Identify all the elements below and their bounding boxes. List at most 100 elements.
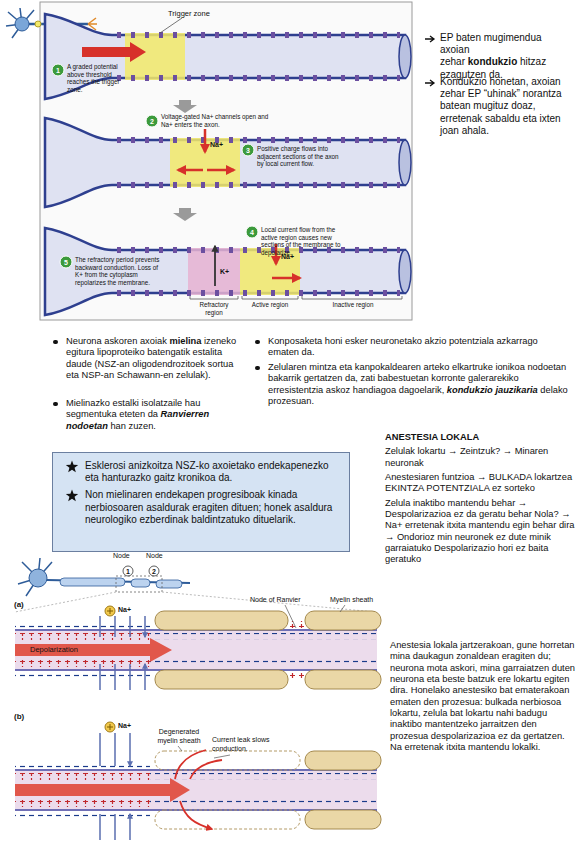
axon-segment bbox=[15, 630, 377, 670]
axon-panel bbox=[190, 296, 402, 299]
axon-segment bbox=[305, 611, 381, 630]
callout-number: 5 bbox=[64, 259, 68, 266]
figure-label: The refractory period prevents backward … bbox=[75, 256, 159, 286]
axon-segment bbox=[155, 611, 288, 630]
axon-panel bbox=[207, 169, 234, 172]
body-text: Anestesiaren funtzioa → BULKADA lokartze… bbox=[385, 472, 575, 495]
figure-label: Trigger zone bbox=[168, 9, 210, 18]
bullet-arrow bbox=[425, 36, 434, 42]
axon-segment bbox=[288, 621, 305, 628]
axon-segment bbox=[150, 633, 377, 640]
star-bullet bbox=[66, 461, 78, 473]
body-text: EP baten mugimendua axoian zeharkondukzi… bbox=[440, 32, 572, 81]
body-text: mielina bbox=[169, 336, 201, 346]
axon-segment bbox=[305, 670, 381, 689]
axon-segment bbox=[15, 605, 381, 690]
axon-panel bbox=[45, 115, 411, 207]
axon-panel bbox=[112, 247, 400, 253]
axon-panel bbox=[399, 250, 411, 293]
axon-segment bbox=[155, 810, 300, 829]
neuron-icon bbox=[123, 566, 133, 576]
axon-segment bbox=[100, 733, 130, 766]
body-text: Neurona askoren axoiak bbox=[66, 336, 167, 346]
axon-panel bbox=[45, 228, 405, 315]
note-box: Esklerosi anizkoitza NSZ-ko axoietako en… bbox=[52, 452, 350, 552]
body-text: Kondukzio honetan, axoian zehar EP “uhin… bbox=[440, 76, 572, 137]
axon-segment bbox=[288, 672, 305, 679]
figure-label: Voltage-gated Na+ channels open and Na+ … bbox=[161, 113, 271, 128]
axon-segment bbox=[107, 724, 113, 730]
figure-label: Depolarization bbox=[30, 645, 78, 654]
neuron-icon bbox=[116, 576, 162, 592]
figure-label: Refractory region bbox=[199, 301, 228, 316]
figure-label: (b) bbox=[14, 712, 36, 722]
axon-panel bbox=[45, 118, 405, 207]
axon-panel bbox=[178, 169, 203, 172]
axon-segment bbox=[105, 606, 115, 616]
bullet-dot bbox=[255, 366, 260, 371]
figure-label: Node bbox=[113, 552, 130, 559]
axon-segment bbox=[150, 660, 377, 667]
axon-segment bbox=[15, 770, 377, 810]
body-text: kondukzio bbox=[468, 56, 517, 67]
figure-label: Node bbox=[146, 552, 176, 561]
figure-label: Refractory region bbox=[192, 301, 236, 316]
body-text: han zuzen. bbox=[110, 421, 156, 431]
axon-panel bbox=[188, 248, 240, 295]
axon-segment bbox=[100, 664, 145, 690]
figure-label: Trigger zone bbox=[168, 9, 228, 18]
figure-label: (b) bbox=[14, 712, 24, 721]
callout-number: 4 bbox=[246, 227, 258, 238]
conduction-figure bbox=[40, 2, 412, 320]
body-text: Zelularen mintza eta kanpokaldearen arte… bbox=[268, 362, 573, 407]
callout-number: 4 bbox=[250, 229, 254, 236]
neuron-icon bbox=[15, 592, 375, 612]
figure-label: Depolarization bbox=[30, 645, 100, 654]
axon-panel bbox=[160, 18, 182, 33]
figure-label: Node bbox=[146, 552, 163, 559]
figure-label: A graded potential above threshold reach… bbox=[67, 63, 120, 93]
figure-label: Na+ bbox=[118, 722, 148, 731]
axon-panel bbox=[45, 226, 411, 315]
callout-number: 2 bbox=[152, 568, 156, 575]
figure-label: (a) bbox=[14, 600, 36, 610]
axon-segment bbox=[105, 722, 115, 732]
figure-label: Node bbox=[113, 552, 143, 561]
figure-label: Active region bbox=[248, 301, 292, 309]
figure-label: Na+ bbox=[210, 141, 223, 148]
body-text: Kondukzio honetan, axoian zehar EP “uhin… bbox=[440, 76, 562, 136]
figure-label: Na+ bbox=[118, 606, 148, 615]
bullet-arrow bbox=[424, 34, 436, 44]
body-text: Anestesia lokala jartzerakoan, gune horr… bbox=[390, 640, 576, 753]
figure-label: Degenerated myelin sheath bbox=[157, 728, 200, 744]
figure-label: Na+ bbox=[118, 606, 131, 613]
figure-label: Positive charge flows into adjacent sect… bbox=[257, 145, 339, 168]
figure-label: Na+ bbox=[281, 253, 294, 260]
body-text: Zelulak lokartu → Zeintzuk? → Minaren ne… bbox=[385, 446, 575, 469]
axon-panel bbox=[399, 140, 411, 185]
callout-number: 1 bbox=[122, 566, 134, 577]
neuron-icon bbox=[18, 558, 52, 596]
star-bullet bbox=[66, 490, 78, 502]
neuron-icon bbox=[156, 580, 182, 588]
callout-number: 1 bbox=[56, 67, 60, 74]
bullet-dot bbox=[53, 402, 58, 407]
axon-segment bbox=[15, 722, 381, 840]
axon-segment bbox=[100, 814, 130, 840]
figure-label: Myelin sheath bbox=[330, 596, 385, 605]
axon-panel bbox=[82, 42, 146, 62]
neuron-icon bbox=[149, 566, 159, 576]
neuron-icon bbox=[131, 579, 150, 587]
body-text: ANESTESIA LOKALA bbox=[385, 432, 575, 443]
conduction-figure bbox=[6, 2, 412, 320]
callout-number: 1 bbox=[126, 568, 130, 575]
figure-label: The refractory period prevents backward … bbox=[75, 256, 167, 287]
axon-segment bbox=[15, 638, 172, 662]
axon-segment bbox=[107, 608, 113, 614]
axon-segment bbox=[175, 750, 222, 829]
axon-panel bbox=[242, 144, 254, 156]
callout-number: 1 bbox=[52, 65, 64, 76]
figure-label: Node of Ranvier bbox=[250, 596, 301, 603]
figure-label: Local current flow from the active regio… bbox=[261, 226, 340, 256]
